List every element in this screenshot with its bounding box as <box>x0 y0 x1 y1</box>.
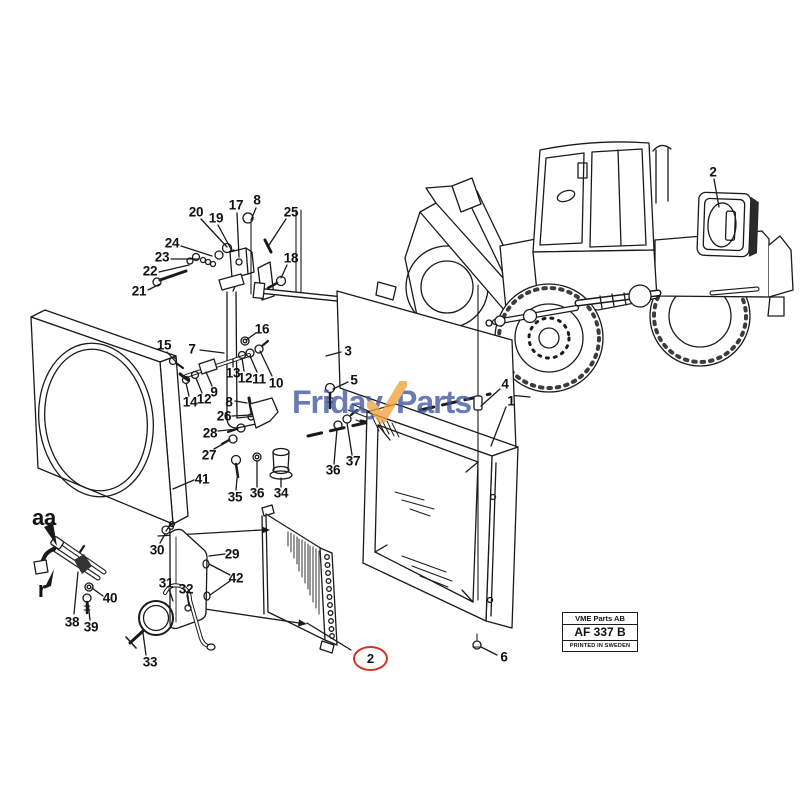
upper-fastener-cluster-drawing <box>152 212 287 301</box>
mount-strip-drawing <box>168 273 270 429</box>
check-swoosh-icon <box>367 381 408 424</box>
stamp-publisher: VME Parts AB <box>563 613 637 625</box>
stamp-box: VME Parts AB AF 337 B PRINTED IN SWEDEN <box>562 612 638 652</box>
condenser-drawing <box>157 504 338 654</box>
fan-shroud-drawing <box>30 309 189 532</box>
leader-lines <box>73 178 720 656</box>
hose-loop-drawing <box>125 583 216 651</box>
watermark: Friday Parts <box>292 380 472 424</box>
hose-assembly-drawing <box>33 523 107 615</box>
highlighted-part-number: 2 <box>366 651 375 666</box>
mount-plate-drawing <box>161 524 211 630</box>
stamp-origin: PRINTED IN SWEDEN <box>569 643 631 649</box>
highlighted-part-oval: 2 <box>353 646 388 671</box>
radiator-box-drawing <box>324 284 519 650</box>
wheel-loader-drawing <box>404 141 794 398</box>
watermark-text-left: Friday <box>292 383 383 420</box>
watermark-text-right: Parts <box>396 383 472 420</box>
stamp-document-number: AF 337 B <box>563 625 637 641</box>
